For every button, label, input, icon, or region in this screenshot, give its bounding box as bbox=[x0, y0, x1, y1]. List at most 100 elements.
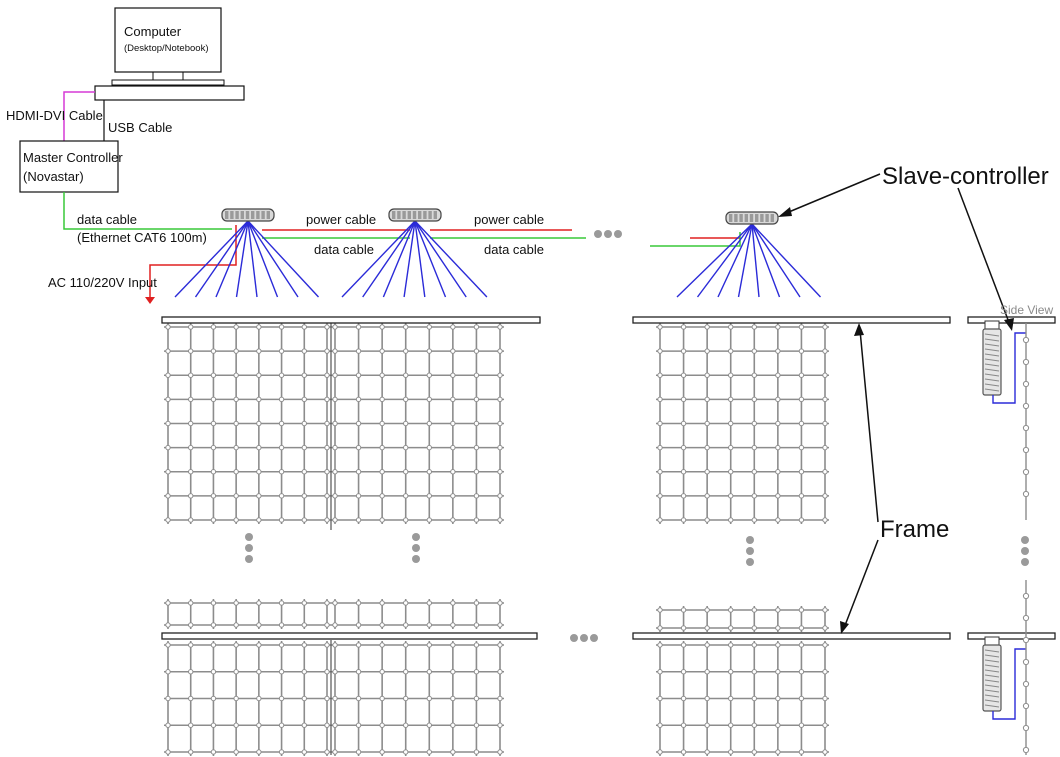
led-pixel bbox=[751, 372, 757, 378]
led-pixel bbox=[450, 420, 456, 427]
led-pixel bbox=[680, 372, 687, 378]
slave-controller-arrowhead bbox=[778, 207, 792, 217]
led-pixel bbox=[775, 372, 781, 378]
led-pixel bbox=[798, 420, 805, 427]
led-wire bbox=[676, 223, 753, 298]
led-pixel bbox=[775, 420, 781, 427]
led-mesh-grid bbox=[656, 606, 829, 632]
led-pixel bbox=[728, 642, 734, 648]
led-pixel bbox=[497, 517, 503, 523]
vertical-ellipsis-dot bbox=[1021, 547, 1029, 555]
led-pixel bbox=[751, 607, 757, 613]
master-controller-sublabel: (Novastar) bbox=[23, 169, 84, 184]
led-pixel bbox=[379, 348, 385, 354]
led-pixel bbox=[751, 517, 757, 523]
led-pixel bbox=[657, 444, 663, 451]
led-pixel bbox=[165, 669, 171, 675]
led-pixel bbox=[301, 444, 307, 451]
led-mesh-grid bbox=[164, 323, 331, 524]
led-pixel bbox=[278, 324, 285, 330]
side-controller-fin bbox=[984, 654, 1000, 658]
led-pixel bbox=[426, 444, 432, 451]
led-pixel bbox=[210, 622, 217, 628]
led-pixel bbox=[497, 372, 503, 378]
led-pixel bbox=[332, 420, 338, 427]
computer-monitor-icon bbox=[94, 7, 245, 101]
led-pixel bbox=[798, 517, 805, 523]
led-pixel bbox=[798, 396, 805, 403]
side-led-pixel bbox=[1022, 424, 1030, 432]
led-pixel bbox=[324, 622, 330, 628]
led-pixel bbox=[332, 600, 338, 606]
led-pixel bbox=[798, 722, 805, 728]
power-cable-label-1: power cable bbox=[306, 212, 376, 227]
led-pixel bbox=[680, 348, 687, 354]
led-pixel bbox=[256, 722, 262, 728]
led-pixel bbox=[332, 444, 338, 451]
led-pixel bbox=[324, 324, 330, 330]
led-pixel bbox=[657, 607, 663, 613]
led-pixel bbox=[355, 722, 362, 728]
controller-port bbox=[428, 211, 432, 219]
led-pixel bbox=[450, 642, 456, 648]
led-pixel bbox=[403, 642, 409, 648]
led-wire bbox=[382, 220, 416, 298]
led-pixel bbox=[278, 695, 285, 702]
led-pixel bbox=[403, 372, 409, 378]
usb-cable-label: USB Cable bbox=[108, 120, 172, 135]
led-pixel bbox=[301, 622, 307, 628]
led-pixel bbox=[775, 669, 781, 675]
led-pixel bbox=[798, 669, 805, 675]
led-mesh-grid bbox=[331, 641, 504, 756]
led-pixel bbox=[798, 625, 805, 631]
led-pixel bbox=[355, 396, 362, 403]
side-bracket bbox=[984, 636, 1000, 646]
led-pixel bbox=[426, 517, 432, 523]
led-pixel bbox=[450, 517, 456, 523]
led-pixel bbox=[379, 600, 385, 606]
led-pixel bbox=[473, 444, 480, 451]
led-pixel bbox=[324, 469, 330, 475]
led-wire bbox=[737, 223, 753, 298]
led-wire bbox=[341, 220, 416, 298]
led-pixel bbox=[324, 669, 330, 675]
led-pixel bbox=[680, 607, 687, 613]
slave-controllers bbox=[221, 208, 779, 225]
led-pixel bbox=[798, 324, 805, 330]
led-pixel bbox=[426, 324, 432, 330]
led-pixel bbox=[165, 469, 171, 475]
led-pixel bbox=[324, 600, 330, 606]
led-wire bbox=[247, 220, 320, 298]
horizontal-ellipsis-dot bbox=[594, 230, 602, 238]
led-pixel bbox=[775, 469, 781, 475]
led-wire bbox=[751, 223, 801, 298]
led-pixel bbox=[751, 348, 757, 354]
led-pixel bbox=[332, 669, 338, 675]
led-pixel bbox=[355, 622, 362, 628]
led-pixel bbox=[355, 324, 362, 330]
led-pixel bbox=[379, 517, 385, 523]
led-pixel bbox=[680, 517, 687, 523]
controller-port bbox=[392, 211, 396, 219]
led-pixel bbox=[657, 722, 663, 728]
led-pixel bbox=[355, 669, 362, 675]
led-pixel bbox=[403, 600, 409, 606]
led-pixel bbox=[657, 372, 663, 378]
led-pixel bbox=[728, 493, 734, 499]
main-data-cable bbox=[63, 192, 232, 230]
led-pixel bbox=[165, 722, 171, 728]
led-pixel bbox=[497, 324, 503, 330]
vertical-ellipsis-dot bbox=[746, 558, 754, 566]
led-pixel bbox=[680, 749, 687, 755]
led-pixel bbox=[188, 722, 194, 728]
ellipsis-dots bbox=[245, 230, 1029, 642]
led-pixel bbox=[301, 420, 307, 427]
led-pixel bbox=[403, 695, 409, 702]
led-pixel bbox=[450, 469, 456, 475]
led-pixel bbox=[775, 722, 781, 728]
led-pixel bbox=[355, 600, 362, 606]
vertical-ellipsis-dot bbox=[245, 555, 253, 563]
led-pixel bbox=[728, 722, 734, 728]
led-pixel bbox=[775, 642, 781, 648]
